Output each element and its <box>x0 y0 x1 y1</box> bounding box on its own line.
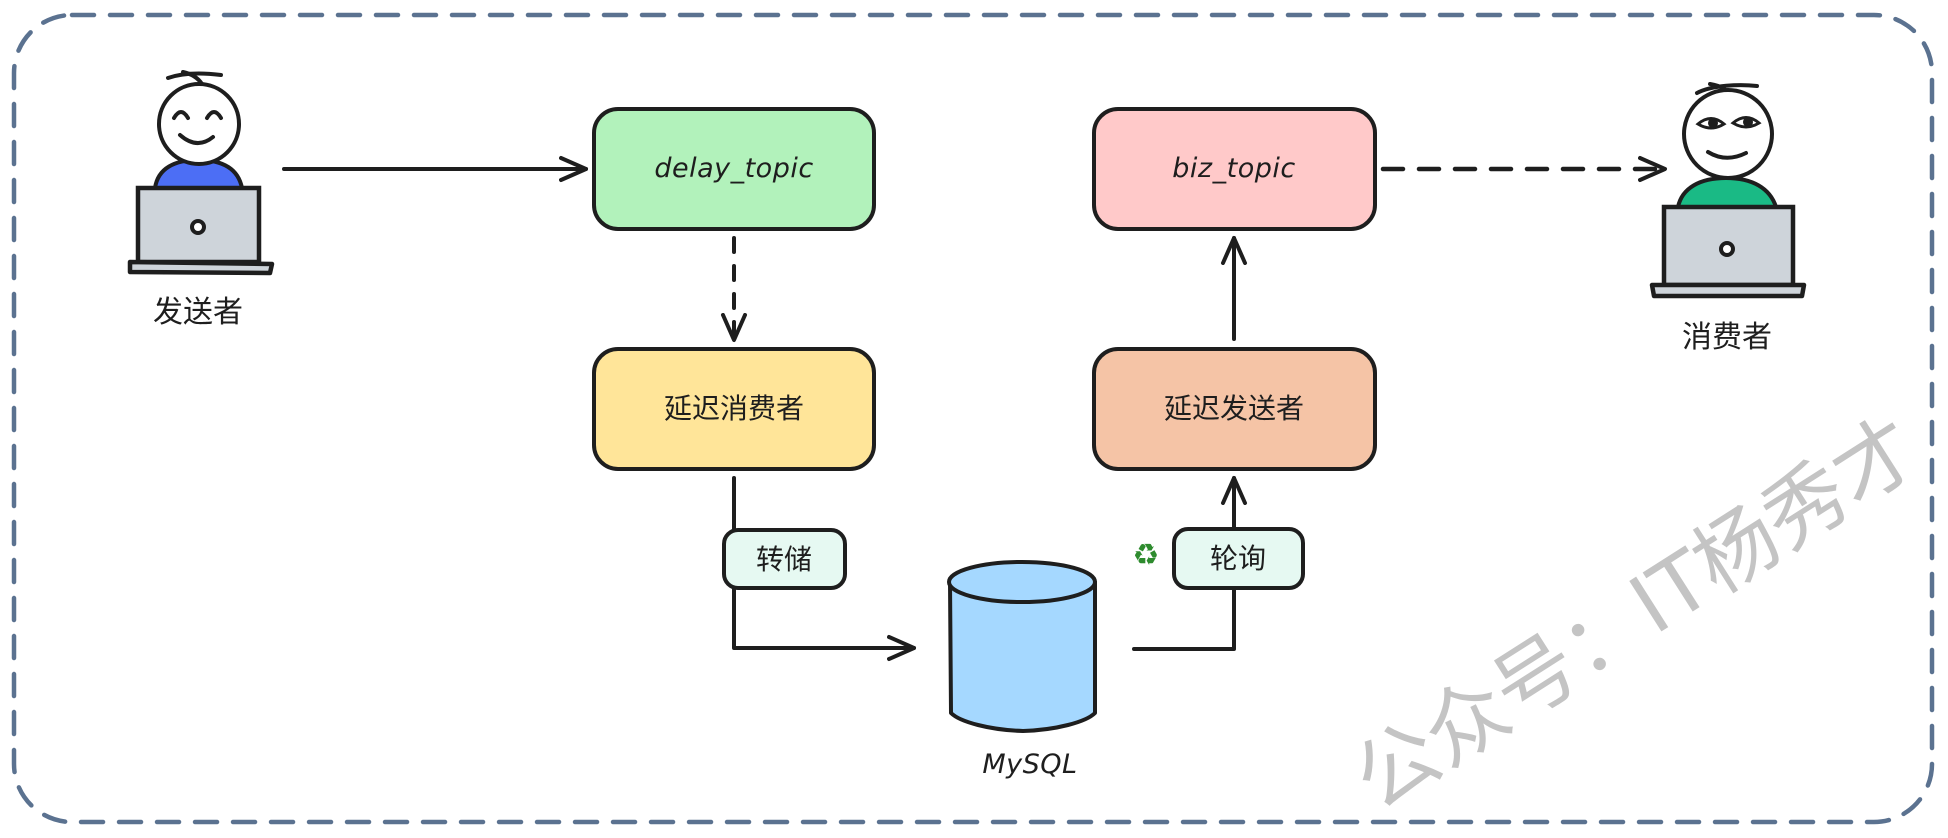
sender-actor[interactable]: 发送者 <box>127 70 275 330</box>
edge-label-dump: 转储 <box>722 528 847 590</box>
node-mysql-label: MySQL <box>982 749 1077 780</box>
edge-label-dump-text: 转储 <box>756 543 812 576</box>
laptop-icon <box>127 185 275 276</box>
watermark: 公众号：IT杨秀才 <box>1338 400 1936 828</box>
edge-label-poll: 轮询 <box>1172 527 1305 590</box>
edge-label-poll-text: 轮询 <box>1210 542 1266 575</box>
person-icon <box>152 70 245 190</box>
node-delay-consumer-label: 延迟消费者 <box>664 392 804 425</box>
outer-frame <box>11 12 1935 825</box>
consumer-actor[interactable]: 消费者 <box>1649 82 1807 355</box>
node-delay-sender[interactable]: 延迟发送者 <box>1092 347 1377 471</box>
database-icon <box>947 560 1097 733</box>
node-mysql[interactable]: MySQL <box>947 560 1097 780</box>
node-biz-topic-label: biz_topic <box>1172 153 1295 184</box>
person-icon <box>1675 82 1779 209</box>
sender-label: 发送者 <box>153 295 243 330</box>
node-delay-topic-label: delay_topic <box>654 153 813 184</box>
recycle-icon: ♻ <box>1133 538 1160 573</box>
node-delay-topic[interactable]: delay_topic <box>592 107 876 231</box>
laptop-icon <box>1649 204 1807 299</box>
node-delay-consumer[interactable]: 延迟消费者 <box>592 347 876 471</box>
node-biz-topic[interactable]: biz_topic <box>1092 107 1377 231</box>
consumer-label: 消费者 <box>1682 320 1772 355</box>
node-delay-sender-label: 延迟发送者 <box>1164 392 1304 425</box>
